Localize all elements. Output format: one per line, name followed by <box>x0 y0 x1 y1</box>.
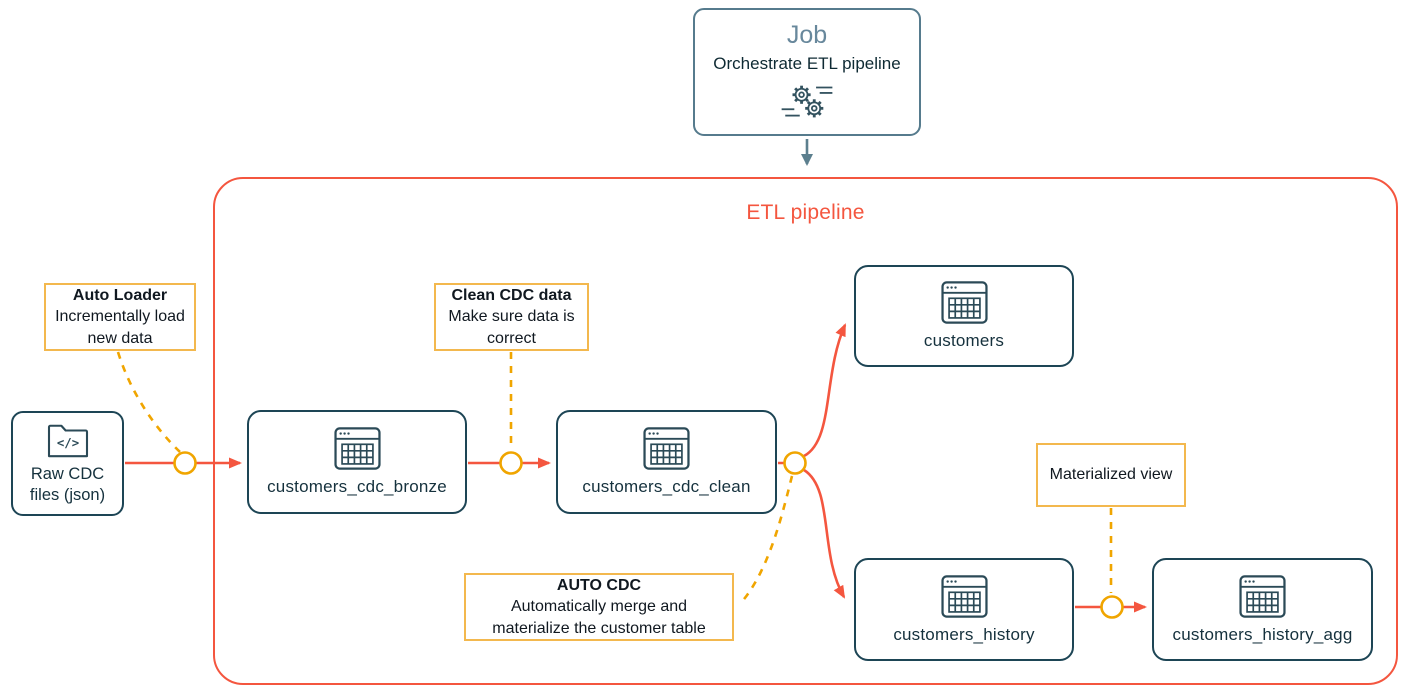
annotation-body: Make sure data is correct <box>448 308 575 347</box>
source-box-raw-cdc-files: Raw CDC files (json) <box>11 411 124 516</box>
gears-icon <box>778 81 836 123</box>
table-icon <box>334 427 381 470</box>
node-customers-history: customers_history <box>854 558 1074 661</box>
table-icon <box>941 575 988 618</box>
annotation-auto-cdc: AUTO CDC Automatically merge and materia… <box>464 573 734 641</box>
annotation-auto-loader: Auto Loader Incrementally load new data <box>44 283 196 351</box>
node-customers-history-agg: customers_history_agg <box>1152 558 1373 661</box>
job-box: Job Orchestrate ETL pipeline <box>693 8 921 136</box>
dash-autoloader-link <box>116 351 181 453</box>
node-label: customers_cdc_bronze <box>267 477 447 496</box>
annotation-title: Clean CDC data <box>451 287 572 305</box>
connector-dot-autoloader <box>173 451 197 475</box>
table-icon <box>643 427 690 470</box>
node-customers-cdc-bronze: customers_cdc_bronze <box>247 410 467 514</box>
annotation-body: Materialized view <box>1049 466 1173 484</box>
annotation-materialized-view: Materialized view <box>1036 443 1186 507</box>
folder-code-icon <box>46 421 90 459</box>
table-icon <box>1239 575 1286 618</box>
annotation-body: Automatically merge and materialize the … <box>492 598 706 637</box>
etl-pipeline-container: ETL pipeline <box>213 177 1398 685</box>
annotation-body: Incrementally load new data <box>55 308 185 347</box>
node-customers: customers <box>854 265 1074 367</box>
annotation-title: AUTO CDC <box>556 577 642 595</box>
etl-pipeline-title: ETL pipeline <box>746 201 865 224</box>
node-label: customers_history <box>893 624 1035 644</box>
job-title: Job <box>786 21 828 49</box>
node-label: customers <box>923 331 1005 350</box>
job-subtitle: Orchestrate ETL pipeline <box>713 54 901 73</box>
node-label: customers_history_agg <box>1172 624 1353 644</box>
node-customers-cdc-clean: customers_cdc_clean <box>556 410 777 514</box>
table-icon <box>941 281 988 324</box>
annotation-clean-cdc-data: Clean CDC data Make sure data is correct <box>434 283 589 351</box>
annotation-title: Auto Loader <box>72 287 168 305</box>
node-label: customers_cdc_clean <box>582 477 751 496</box>
source-label: Raw CDC files (json) <box>29 464 106 504</box>
